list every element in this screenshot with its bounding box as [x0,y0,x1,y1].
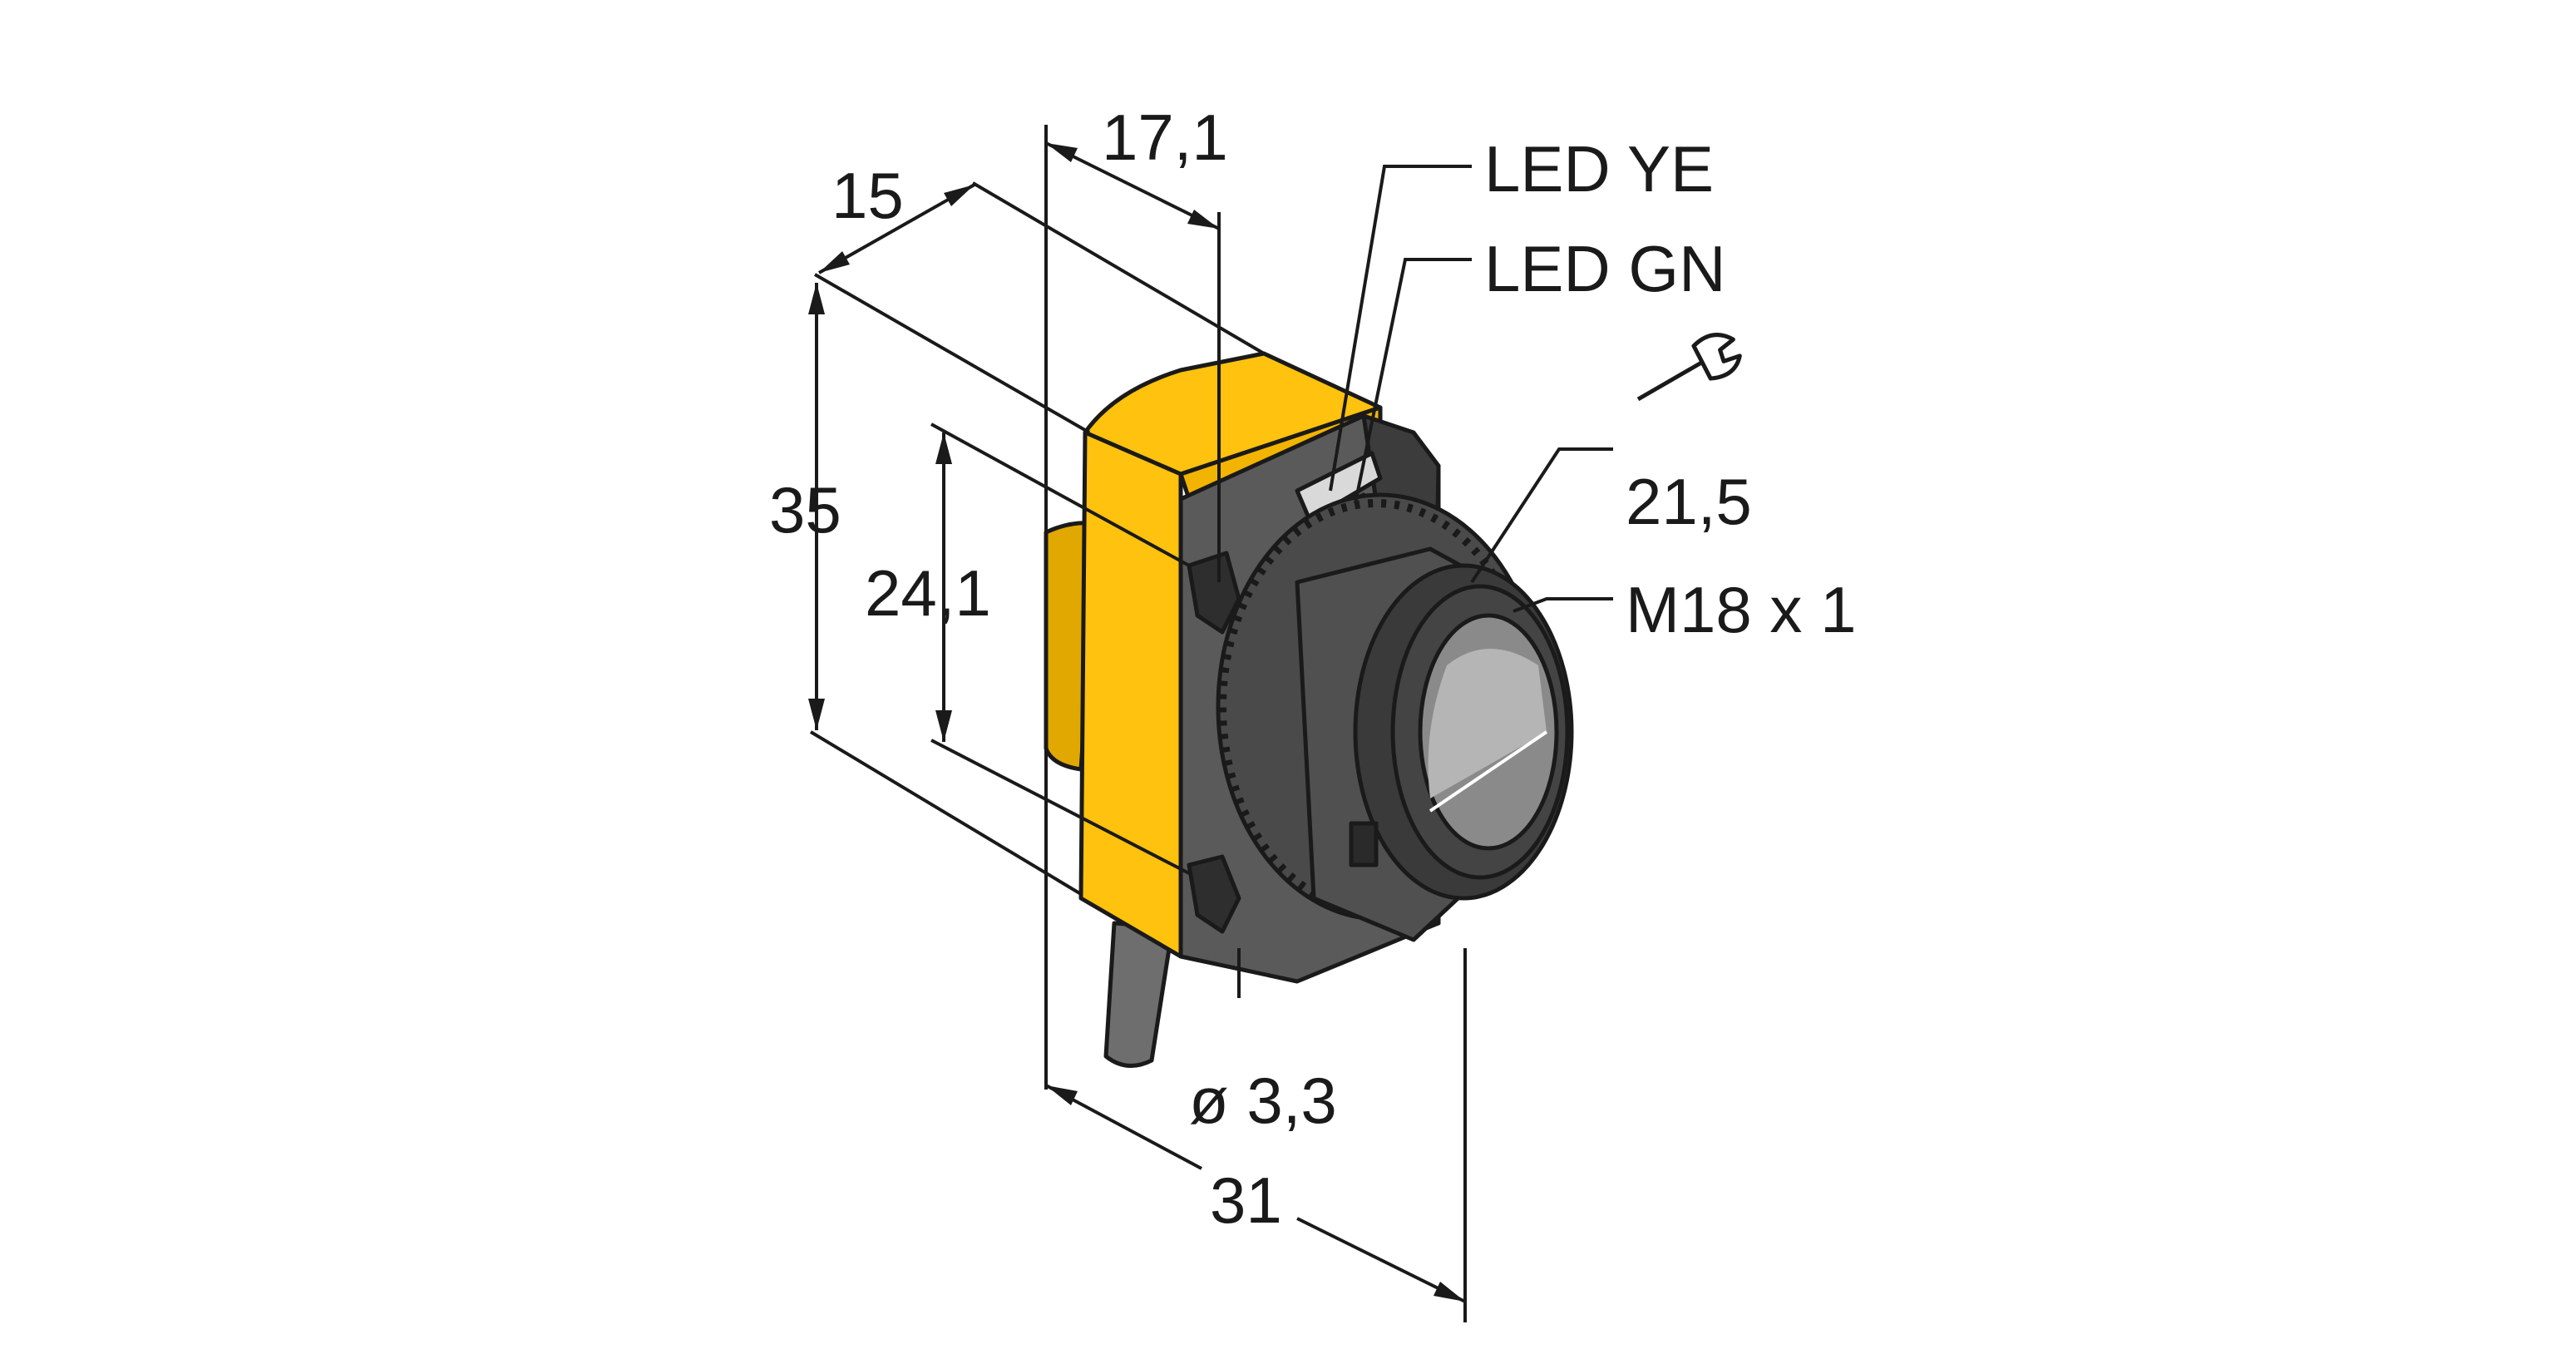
label-31: 31 [1210,1164,1282,1237]
label-24-1: 24,1 [865,556,991,630]
dimension-lines [808,125,1613,1322]
label-m18: M18 x 1 [1626,573,1856,646]
label-led-gn: LED GN [1484,232,1725,305]
barrel-notch [1349,821,1379,867]
mounting-hole-bottom [1187,854,1241,934]
label-21-5: 21,5 [1626,465,1752,538]
label-35: 35 [769,473,841,546]
label-led-ye: LED YE [1484,132,1714,205]
cable [1103,921,1175,1068]
label-cable-diameter: ø 3,3 [1189,1064,1337,1137]
sensor-housing [1044,351,1574,1068]
label-17-1: 17,1 [1102,101,1228,174]
lens-highlight [1428,649,1547,798]
lens-reflection-line [1429,730,1548,813]
label-15: 15 [832,159,904,232]
wrench-icon [1636,333,1742,402]
housing-side-yellow [1078,430,1183,959]
